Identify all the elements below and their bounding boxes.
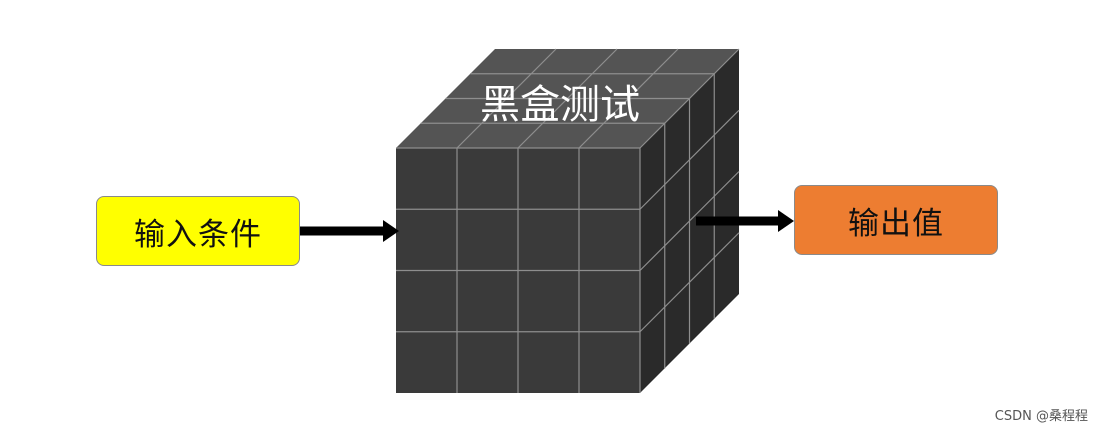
input-conditions-box: 输入条件 — [96, 196, 300, 266]
cube-grid-line — [639, 171, 740, 271]
output-arrow-head — [778, 210, 794, 232]
input-conditions-label: 输入条件 — [134, 216, 262, 253]
cube-grid-line — [639, 232, 740, 333]
cube-edge — [639, 48, 740, 149]
cube-label: 黑盒测试 — [480, 82, 640, 128]
output-value-label: 输出值 — [848, 205, 944, 242]
input-arrow-head — [383, 220, 399, 242]
output-value-box: 输出值 — [794, 185, 998, 255]
cube-grid-line — [578, 48, 679, 149]
csdn-watermark: CSDN @桑程程 — [994, 409, 1088, 424]
